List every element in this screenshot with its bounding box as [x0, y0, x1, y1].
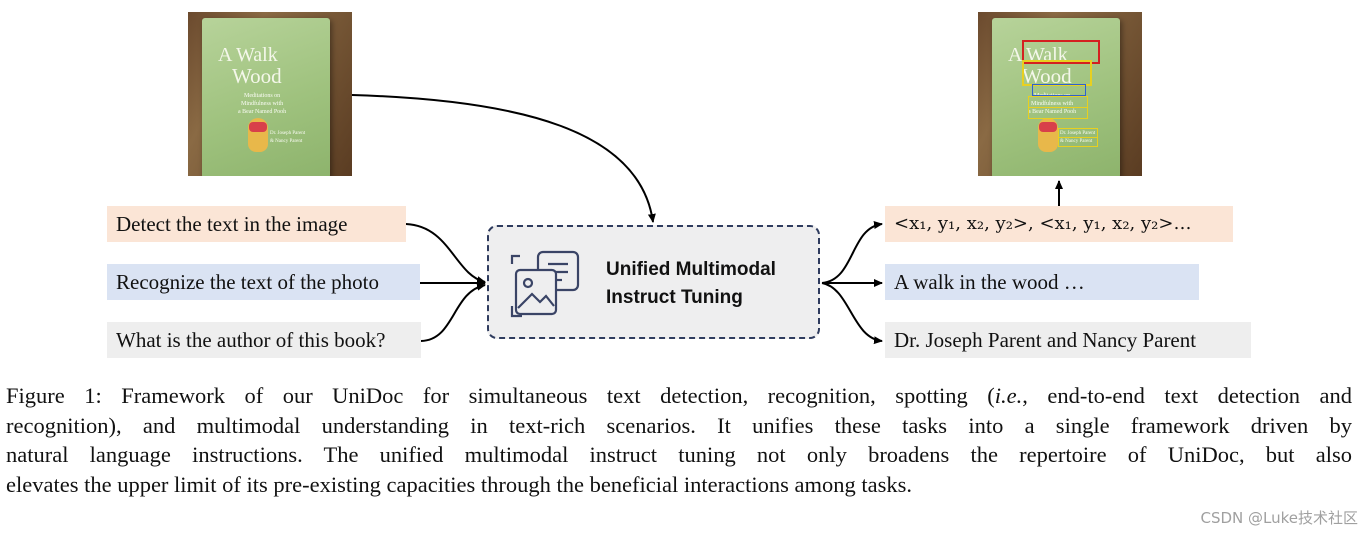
- input-instruction-detect: Detect the text in the image: [107, 206, 406, 242]
- input-arrow-3: [420, 282, 486, 342]
- book-authors: Dr. Joseph Parent& Nancy Parent: [1060, 131, 1096, 144]
- input-instruction-question: What is the author of this book?: [107, 322, 421, 358]
- detection-box-yellow-small: [1058, 137, 1098, 147]
- model-title: Unified Multimodal Instruct Tuning: [606, 256, 806, 312]
- caption-label: Figure 1:: [6, 383, 102, 408]
- book-authors: Dr. Joseph Parent& Nancy Parent: [270, 131, 306, 144]
- model-title-line2: Instruct Tuning: [606, 287, 743, 308]
- book-title-1: A Walk: [218, 44, 278, 66]
- detection-box-red: [1022, 40, 1100, 64]
- image-document-icon: [510, 250, 580, 318]
- caption-line-3: natural language instructions. The unifi…: [6, 442, 1352, 467]
- pooh-shirt: [249, 122, 267, 132]
- caption-line-1: Figure 1: Framework of our UniDoc for si…: [6, 383, 1353, 408]
- input-instruction-recognize: Recognize the text of the photo: [107, 264, 420, 300]
- pooh-shirt: [1039, 122, 1057, 132]
- output-recognition: A walk in the wood …: [885, 264, 1199, 300]
- book-title-2: Wood: [232, 64, 282, 88]
- output-arrow-3: [821, 282, 883, 345]
- image-to-model-arrow: [351, 94, 656, 223]
- detection-box-yellow-small: [1028, 107, 1088, 119]
- output-answer: Dr. Joseph Parent and Nancy Parent: [885, 322, 1251, 358]
- output-arrow-1: [821, 221, 883, 284]
- input-arrow-1: [405, 223, 486, 285]
- model-title-line1: Unified Multimodal: [606, 259, 776, 280]
- caption-line-4: elevates the upper limit of its pre-exis…: [6, 471, 912, 497]
- output-coordinates: <x₁, y₁, x₂, y₂>, <x₁, y₁, x₂, y₂>…: [885, 206, 1233, 242]
- detection-box-yellow: [1022, 60, 1092, 86]
- detection-box-blue: [1032, 84, 1086, 96]
- watermark: CSDN @Luke技术社区: [1200, 509, 1358, 527]
- caption-line-2: recognition), and multimodal understandi…: [6, 412, 1352, 438]
- figure-caption: Figure 1: Framework of our UniDoc for si…: [6, 381, 1352, 499]
